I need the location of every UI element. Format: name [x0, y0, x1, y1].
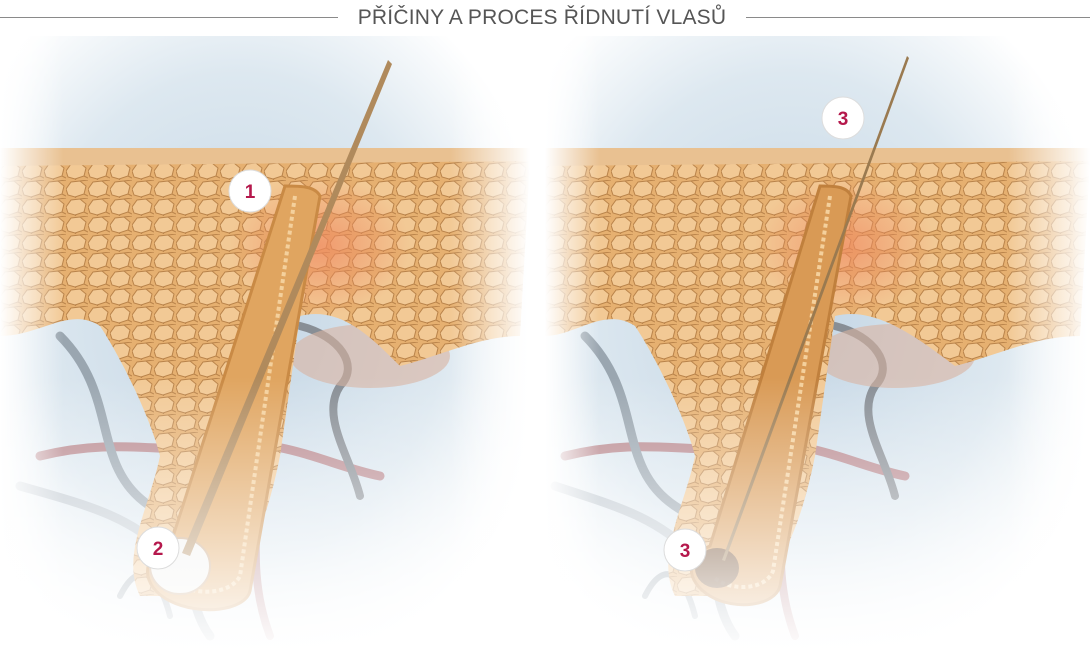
marker-1: 1 — [228, 169, 272, 213]
marker-2-label: 2 — [153, 539, 164, 560]
healthy-follicle-illustration: 1 2 — [0, 36, 530, 656]
marker-3-bulb-label: 3 — [680, 541, 691, 562]
thinning-follicle-illustration: 3 3 — [545, 36, 1090, 656]
marker-3-top-label: 3 — [838, 109, 849, 130]
page-title: PŘÍČINY A PROCES ŘÍDNUTÍ VLASŮ — [357, 6, 727, 29]
marker-3-bulb: 3 — [663, 528, 707, 572]
header: PŘÍČINY A PROCES ŘÍDNUTÍ VLASŮ — [0, 0, 1090, 36]
header-rule-right — [746, 17, 1090, 18]
marker-1-label: 1 — [245, 182, 256, 203]
marker-2: 2 — [136, 526, 180, 570]
marker-3-top: 3 — [821, 96, 865, 140]
header-rule-left — [0, 17, 338, 18]
